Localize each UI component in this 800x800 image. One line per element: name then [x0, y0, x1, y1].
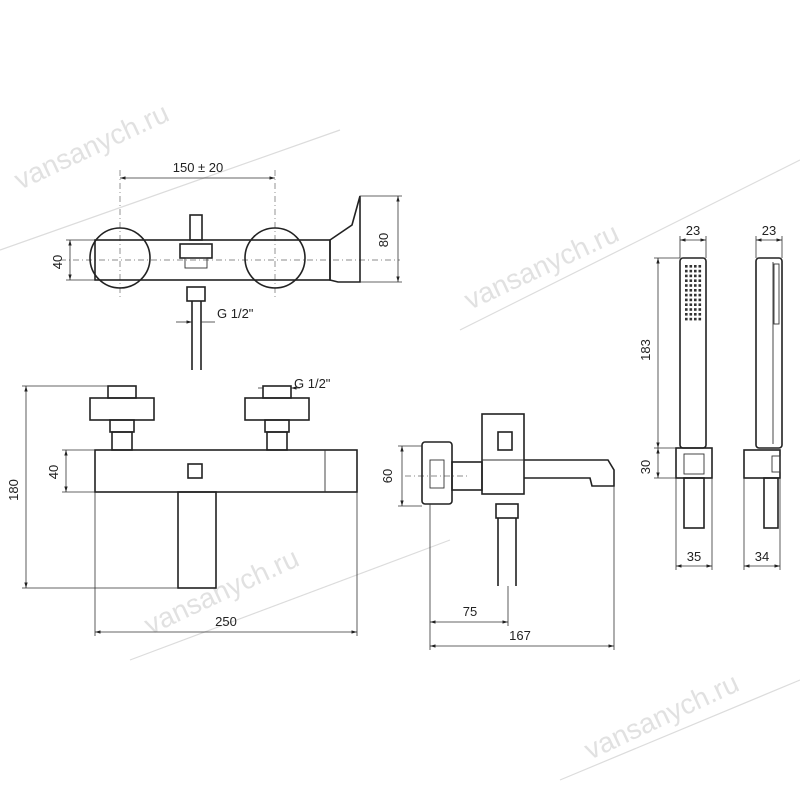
- spray-nozzle: [694, 269, 697, 273]
- spray-nozzle: [685, 293, 688, 297]
- spray-nozzle: [689, 303, 693, 306]
- spray-nozzle: [685, 284, 688, 287]
- spray-nozzle: [694, 279, 697, 282]
- spray-nozzle: [685, 303, 688, 306]
- spray-nozzle: [689, 293, 693, 297]
- dim-side-depth: 167: [509, 628, 531, 643]
- spray-nozzle: [694, 313, 697, 316]
- side-view: 60 75 167: [380, 413, 615, 650]
- spray-nozzle: [689, 308, 693, 311]
- spray-nozzle: [698, 265, 702, 268]
- spray-nozzle: [685, 289, 688, 292]
- dim-front-total-height: 180: [6, 479, 21, 501]
- dim-front-body-height: 40: [46, 465, 61, 479]
- dim-thread-front: G 1/2": [294, 376, 331, 391]
- spray-nozzle: [689, 269, 693, 273]
- spray-nozzle: [698, 284, 702, 287]
- dim-holder-width-side: 34: [755, 549, 769, 564]
- spray-nozzle: [694, 298, 697, 302]
- spray-nozzle: [685, 313, 688, 316]
- spray-nozzle: [698, 308, 702, 311]
- watermark-text: vansanych.ru: [579, 667, 743, 765]
- dim-top-height-left: 40: [50, 255, 65, 269]
- dim-shower-width-side: 23: [762, 223, 776, 238]
- spray-nozzle: [698, 293, 702, 297]
- spray-nozzle: [685, 308, 688, 311]
- spray-nozzle: [694, 317, 697, 321]
- spray-nozzle: [685, 317, 688, 321]
- spray-nozzle: [694, 303, 697, 306]
- spray-nozzle: [689, 313, 693, 316]
- dim-top-height-right: 80: [376, 233, 391, 247]
- left-eccentric: [89, 227, 151, 289]
- dim-holder-width-front: 35: [687, 549, 701, 564]
- spray-nozzle: [689, 289, 693, 292]
- dim-front-width: 250: [215, 614, 237, 629]
- spray-nozzle: [685, 274, 688, 278]
- spray-nozzle: [689, 265, 693, 268]
- dim-side-offset: 75: [463, 604, 477, 619]
- hand-shower-side: 23 34: [743, 223, 783, 570]
- spray-nozzles: [685, 265, 702, 321]
- spray-nozzle: [698, 289, 702, 292]
- spray-nozzle: [685, 265, 688, 268]
- spray-nozzle: [685, 269, 688, 273]
- spray-nozzle: [694, 289, 697, 292]
- front-view: 180 40 250 G 1/2": [6, 376, 358, 636]
- dim-side-height: 60: [380, 469, 395, 483]
- spray-nozzle: [689, 274, 693, 278]
- spray-nozzle: [698, 313, 702, 316]
- hand-shower-front: 23 183 30 35: [638, 223, 713, 570]
- spray-nozzle: [689, 284, 693, 287]
- dim-shower-length: 183: [638, 339, 653, 361]
- spray-nozzle: [694, 274, 697, 278]
- watermark-text: vansanych.ru: [9, 97, 173, 195]
- right-eccentric: [244, 227, 306, 289]
- dim-shower-width-front: 23: [686, 223, 700, 238]
- spray-nozzle: [685, 298, 688, 302]
- spray-nozzle: [698, 274, 702, 278]
- watermark-text: vansanych.ru: [459, 217, 623, 315]
- spray-nozzle: [698, 303, 702, 306]
- dim-thread-top: G 1/2": [217, 306, 254, 321]
- spray-nozzle: [689, 317, 693, 321]
- top-view: 150 ± 20 40 80 G 1/2": [50, 160, 402, 370]
- spray-nozzle: [689, 279, 693, 282]
- spray-nozzle: [694, 284, 697, 287]
- spray-nozzle: [698, 269, 702, 273]
- spray-nozzle: [698, 298, 702, 302]
- spray-nozzle: [698, 317, 702, 321]
- spray-nozzle: [694, 265, 697, 268]
- spray-nozzle: [698, 279, 702, 282]
- spray-nozzle: [689, 298, 693, 302]
- spray-nozzle: [685, 279, 688, 282]
- dim-holder-height: 30: [638, 460, 653, 474]
- spray-nozzle: [694, 308, 697, 311]
- dim-top-spacing: 150 ± 20: [173, 160, 224, 175]
- spray-nozzle: [694, 293, 697, 297]
